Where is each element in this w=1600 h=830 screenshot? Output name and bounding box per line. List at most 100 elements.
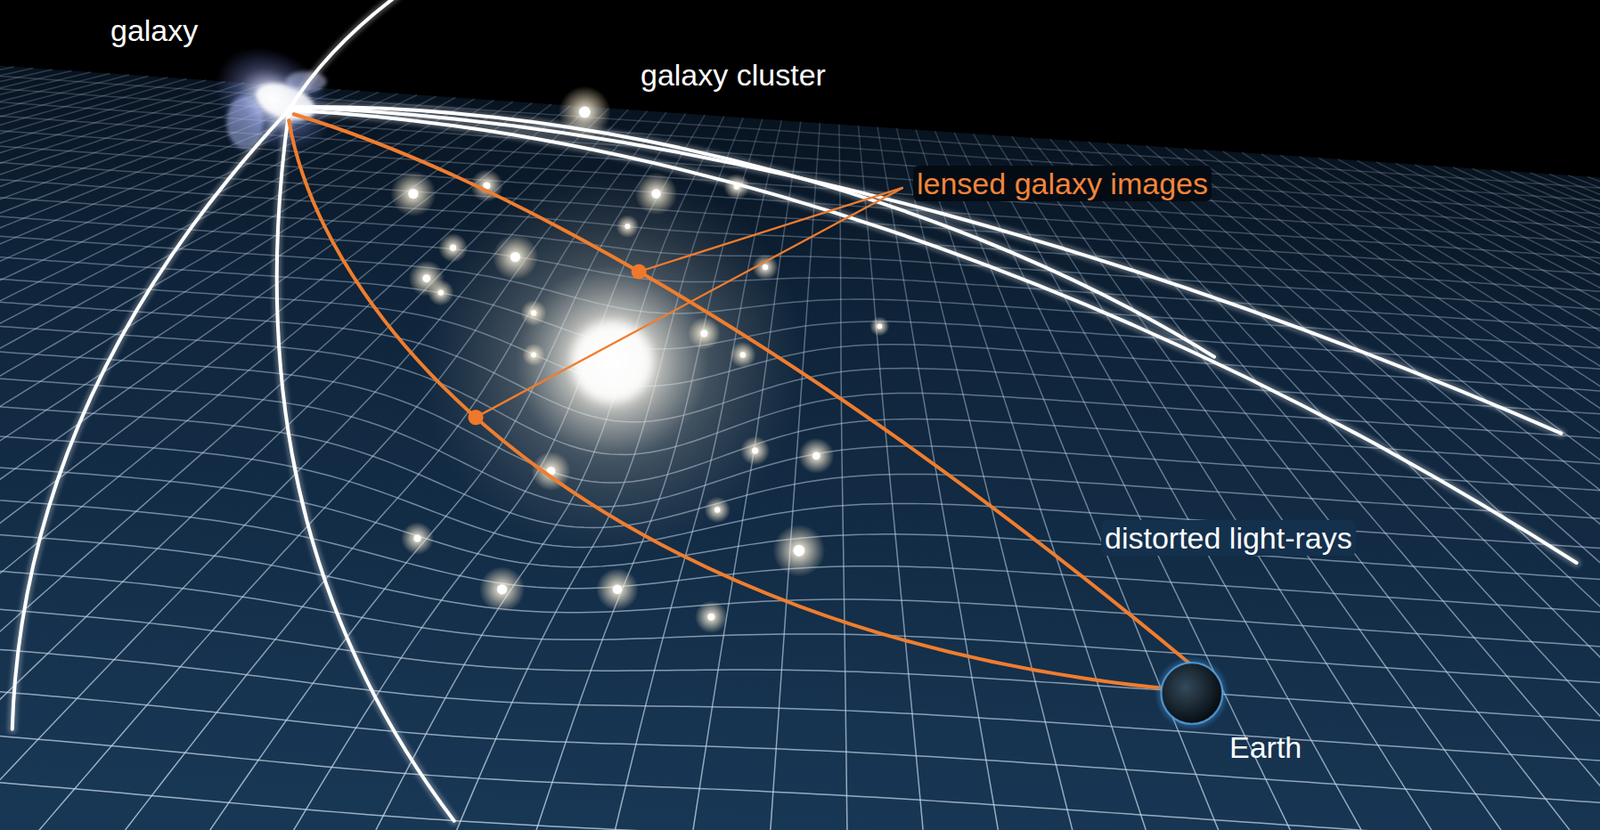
star-glow <box>694 600 728 634</box>
star <box>595 568 639 612</box>
star-glow <box>427 279 454 306</box>
star-glow <box>492 234 539 280</box>
star-core <box>812 451 821 460</box>
star-glow <box>438 233 468 263</box>
leader-lines <box>467 187 903 426</box>
grid-line <box>896 133 1600 830</box>
grid-line <box>0 696 1600 830</box>
grid-line <box>0 354 1600 830</box>
star-core <box>422 274 431 283</box>
earth-globe <box>1160 662 1223 725</box>
star <box>729 342 756 368</box>
light-rays <box>12 0 1577 822</box>
star <box>427 279 454 306</box>
grid-line <box>1317 163 1600 830</box>
star-glow <box>729 342 756 368</box>
star-glow <box>520 300 547 327</box>
lensed-image-dot <box>631 263 647 279</box>
grid-line <box>1395 168 1600 830</box>
cluster-core <box>571 321 654 404</box>
star <box>408 260 445 296</box>
ray-glow-path <box>290 106 1215 358</box>
ray-core <box>12 0 1577 822</box>
grid-line <box>1240 157 1600 830</box>
cluster-glow <box>418 168 807 556</box>
star-glow <box>704 497 731 523</box>
light-ray <box>290 110 1576 564</box>
star <box>694 600 728 634</box>
grid-line <box>0 0 283 830</box>
star-glow <box>400 522 434 556</box>
leader-line <box>475 187 904 418</box>
grid-line <box>1260 159 1600 830</box>
grid-line <box>0 403 1600 830</box>
galaxy-label: galaxy <box>106 12 202 49</box>
star-glow <box>616 214 640 238</box>
galaxy-halo <box>195 24 353 175</box>
earth-atmosphere <box>1157 659 1227 729</box>
star <box>520 300 547 327</box>
grid-line <box>1011 141 1600 830</box>
star-core <box>530 352 537 359</box>
star <box>438 233 468 263</box>
star <box>740 436 770 466</box>
grid-line <box>1548 179 1600 830</box>
star-core <box>700 329 708 337</box>
star <box>773 524 826 578</box>
star-glow <box>390 171 436 217</box>
star <box>616 214 640 238</box>
star-core <box>740 351 746 358</box>
ray-glow-path <box>290 110 1576 564</box>
star <box>522 343 546 368</box>
star <box>390 171 436 217</box>
star-core <box>497 584 507 595</box>
ray-glow <box>12 0 1577 822</box>
star-core <box>876 324 882 330</box>
rays-label: distorted light-rays <box>1101 520 1356 556</box>
cluster-label: galaxy cluster <box>636 57 830 93</box>
earth-label: Earth <box>1225 729 1306 766</box>
star-glow <box>687 317 721 351</box>
grid-line <box>0 156 1600 576</box>
grid-line <box>0 619 1600 830</box>
star-core <box>762 264 768 270</box>
grid-line <box>0 0 399 830</box>
grid-line <box>0 0 53 830</box>
grid-line <box>0 486 1600 830</box>
grid-line <box>0 0 188 830</box>
star <box>635 172 678 216</box>
star <box>704 497 731 523</box>
grid-line <box>0 0 417 830</box>
star-core <box>707 613 715 621</box>
star-core <box>438 289 444 295</box>
star <box>687 317 721 351</box>
star-glow <box>773 524 826 578</box>
source-galaxy <box>195 24 353 175</box>
grid-line <box>1528 178 1600 830</box>
galaxy-cluster <box>390 86 890 634</box>
star <box>400 522 434 556</box>
star-core <box>449 244 457 252</box>
lensed-images-label: lensed galaxy images <box>913 165 1212 202</box>
grid-line <box>1567 180 1600 830</box>
star-core <box>413 535 421 543</box>
ray-glow-path <box>290 106 1561 433</box>
grid-line <box>991 140 1600 830</box>
grid-line <box>0 200 1600 704</box>
cluster-stars <box>390 86 890 634</box>
grid-line <box>0 549 1600 830</box>
earth <box>1157 659 1227 729</box>
star-core <box>530 310 537 316</box>
grid-line <box>1049 144 1600 830</box>
light-ray <box>290 106 1215 358</box>
grid-line <box>1298 162 1600 830</box>
grid-line <box>1068 146 1600 830</box>
star-glow <box>740 436 770 466</box>
star-core <box>714 506 720 513</box>
star-core <box>751 447 759 454</box>
